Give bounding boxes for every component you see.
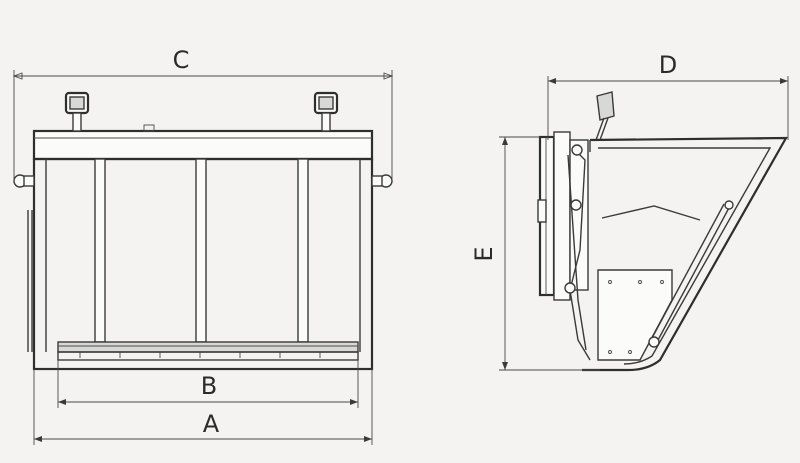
dimension-d-label: D [659, 51, 677, 79]
front-cutting-edge [57, 341, 359, 353]
right-lamp-icon [313, 91, 339, 132]
left-lamp-icon [64, 91, 90, 132]
front-post-1 [94, 158, 106, 343]
dimension-b-label: B [201, 372, 217, 400]
dimension-e: E [470, 136, 600, 371]
arm-pivot-icon [724, 200, 734, 210]
front-view: C B A [12, 46, 394, 445]
side-view: D E [470, 51, 789, 372]
front-post-2 [195, 158, 207, 343]
dimension-c-label: C [173, 46, 190, 74]
dimension-c: C [12, 46, 394, 180]
dimension-d: D [547, 51, 789, 140]
bucket-outline [582, 136, 788, 372]
dimension-b: B [57, 360, 359, 408]
dimension-e-label: E [470, 246, 498, 261]
front-post-3 [297, 158, 309, 343]
dimension-a-label: A [203, 410, 220, 438]
side-lamp-icon [595, 91, 615, 141]
dimension-a: A [33, 369, 373, 445]
front-top-beam [32, 129, 374, 161]
